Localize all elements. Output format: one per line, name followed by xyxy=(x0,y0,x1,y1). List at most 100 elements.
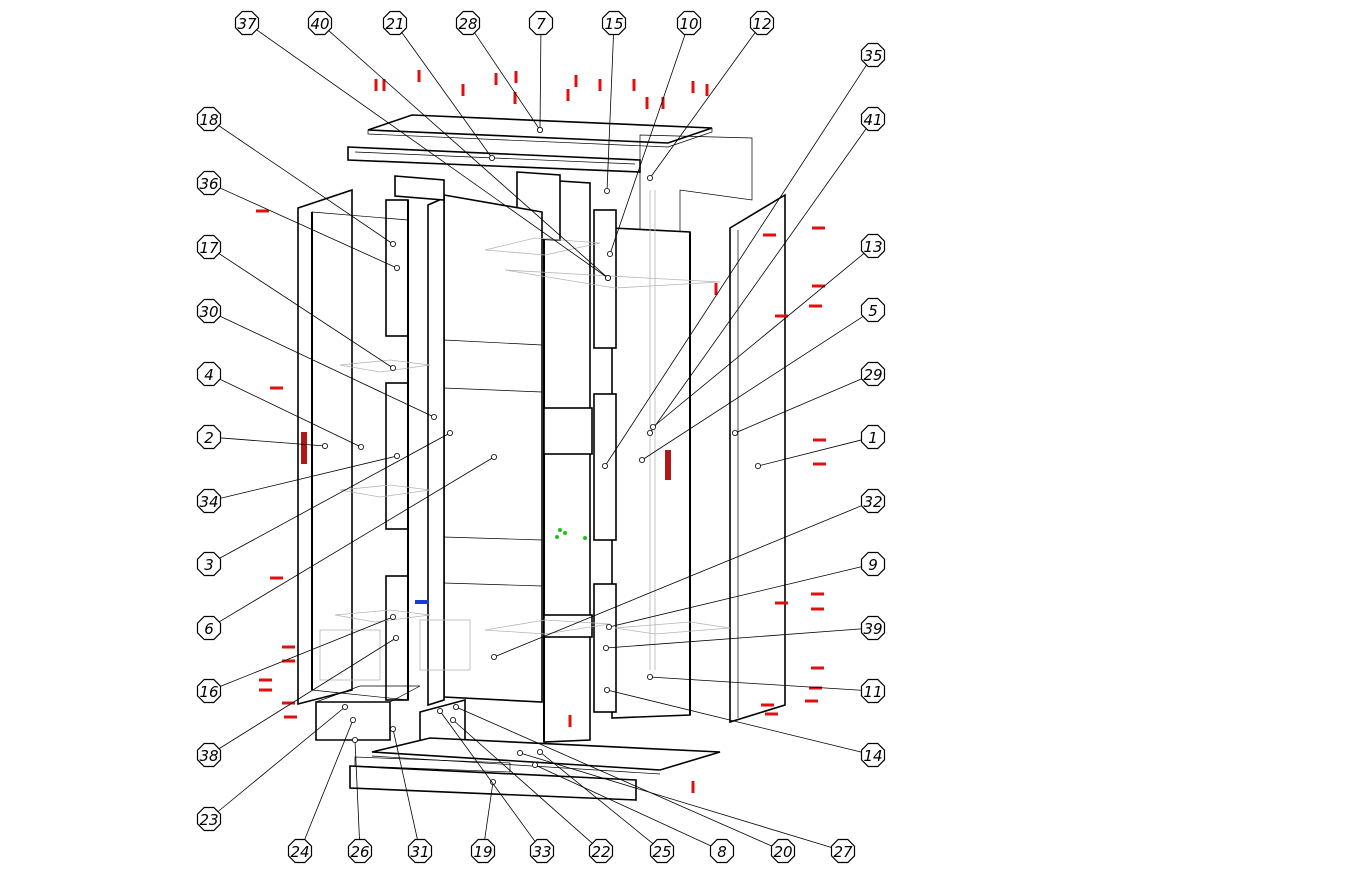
right-side-panel xyxy=(729,193,786,724)
callout-balloon xyxy=(196,742,222,768)
hardware-mark xyxy=(813,462,826,466)
callout-balloon xyxy=(860,615,886,641)
leader-point-18 xyxy=(389,240,396,247)
callout-number: 1 xyxy=(868,429,878,447)
callout-23: 23 xyxy=(196,806,222,832)
leader-point-25 xyxy=(537,749,544,756)
callout-balloon xyxy=(196,678,222,704)
hardware-mark xyxy=(691,81,695,93)
callout-number: 31 xyxy=(410,843,429,861)
callout-balloon xyxy=(860,361,886,387)
leader-lines xyxy=(218,29,867,848)
leader-line-34 xyxy=(220,455,398,499)
leader-point-38 xyxy=(392,635,399,642)
callout-number: 36 xyxy=(199,175,218,193)
hardware-mark xyxy=(417,70,421,82)
callout-36: 36 xyxy=(196,170,222,196)
callout-balloon xyxy=(601,10,627,36)
callout-balloon xyxy=(196,170,222,196)
callout-13: 13 xyxy=(860,233,886,259)
callout-22: 22 xyxy=(588,838,614,864)
callout-number: 2 xyxy=(204,429,214,447)
leader-line-7 xyxy=(539,34,542,131)
callout-balloon xyxy=(196,361,222,387)
leader-point-14 xyxy=(604,687,611,694)
callout-1: 1 xyxy=(860,424,886,450)
callout-26: 26 xyxy=(347,838,373,864)
leader-line-20 xyxy=(455,706,773,847)
callout-19: 19 xyxy=(470,838,496,864)
callout-18: 18 xyxy=(196,106,222,132)
callout-balloon xyxy=(860,742,886,768)
leader-line-37 xyxy=(256,29,609,279)
leader-point-40 xyxy=(605,274,612,281)
leader-point-19 xyxy=(489,779,496,786)
leader-line-23 xyxy=(218,706,346,812)
leader-point-10 xyxy=(607,250,614,257)
callout-balloon xyxy=(860,551,886,577)
leader-point-6 xyxy=(490,453,497,460)
leader-point-17 xyxy=(389,364,396,371)
leader-point-39 xyxy=(603,645,610,652)
callout-balloon xyxy=(709,838,735,864)
callout-number: 23 xyxy=(199,811,218,829)
callout-balloon xyxy=(528,10,554,36)
leader-point-30 xyxy=(430,413,437,420)
callout-9: 9 xyxy=(860,551,886,577)
leader-point-33 xyxy=(436,708,443,715)
callout-11: 11 xyxy=(860,678,886,704)
leader-point-13 xyxy=(650,423,657,430)
callout-number: 27 xyxy=(833,843,853,861)
leader-point-36 xyxy=(393,264,400,271)
callout-number: 21 xyxy=(385,15,404,33)
callout-number: 22 xyxy=(591,843,610,861)
leader-point-32 xyxy=(490,654,497,661)
leader-line-4 xyxy=(219,378,362,448)
callout-balloon xyxy=(676,10,702,36)
leader-point-35 xyxy=(602,462,609,469)
callout-number: 14 xyxy=(863,747,882,765)
callout-39: 39 xyxy=(860,615,886,641)
leader-line-13 xyxy=(652,253,864,428)
leader-line-18 xyxy=(218,125,394,245)
leader-line-3 xyxy=(219,432,451,559)
callout-33: 33 xyxy=(529,838,555,864)
hardware-mark xyxy=(765,712,778,716)
callout-balloon xyxy=(860,106,886,132)
callout-27: 27 xyxy=(830,838,856,864)
callout-29: 29 xyxy=(860,361,886,387)
leader-point-34 xyxy=(393,452,400,459)
hardware-mark xyxy=(809,304,822,308)
leader-line-26 xyxy=(354,739,360,840)
callout-balloon xyxy=(455,10,481,36)
leader-point-41 xyxy=(647,429,654,436)
callout-number: 32 xyxy=(863,493,882,511)
hardware-mark xyxy=(514,71,518,83)
leader-point-22 xyxy=(449,717,456,724)
callout-31: 31 xyxy=(407,838,433,864)
callout-number: 30 xyxy=(199,303,218,321)
callout-40: 40 xyxy=(307,10,333,36)
callout-number: 16 xyxy=(199,683,218,701)
left-door-handle xyxy=(301,432,307,464)
callout-number: 8 xyxy=(717,843,727,861)
hardware-mark xyxy=(811,607,824,611)
hardware-mark xyxy=(761,703,774,707)
callout-number: 20 xyxy=(773,843,792,861)
leader-line-17 xyxy=(218,253,394,369)
callout-balloon xyxy=(196,551,222,577)
hardware-mark xyxy=(374,79,378,91)
callout-25: 25 xyxy=(649,838,675,864)
callout-balloon xyxy=(287,838,313,864)
leader-line-11 xyxy=(649,676,862,691)
hardware-mark xyxy=(805,699,818,703)
callout-balloon xyxy=(860,42,886,68)
callout-balloon xyxy=(196,488,222,514)
leader-point-12 xyxy=(647,174,654,181)
callout-balloon xyxy=(860,678,886,704)
leader-line-6 xyxy=(219,456,495,623)
hardware-mark xyxy=(645,97,649,109)
callout-number: 9 xyxy=(868,556,878,574)
